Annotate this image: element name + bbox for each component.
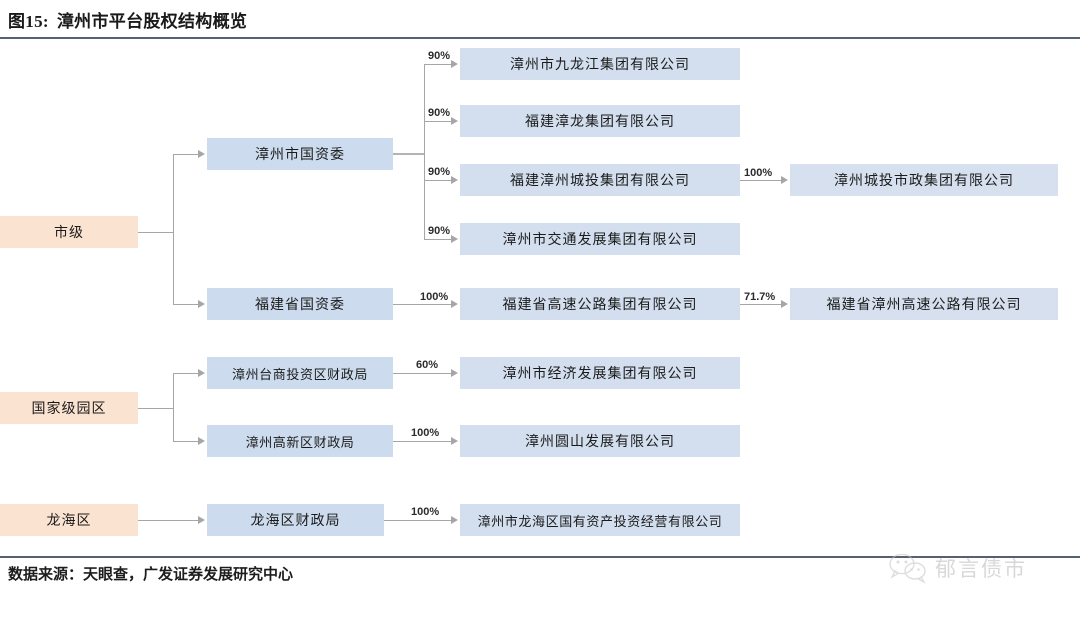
page-title: 漳州市平台股权结构概览 — [56, 11, 248, 31]
subsidiary-box-zhangzhou-gaosu: 福建省漳州高速公路有限公司 — [790, 288, 1058, 320]
level-box-national-park: 国家级园区 — [0, 392, 138, 424]
wechat-icon — [889, 553, 926, 584]
connector-taishang-to-jingji — [393, 373, 452, 374]
connector-city-spine — [173, 154, 174, 304]
owner-label: 福建省国资委 — [255, 298, 345, 313]
entity-label: 漳州市经济发展集团有限公司 — [502, 367, 698, 382]
entity-label: 福建漳州城投集团有限公司 — [510, 174, 690, 189]
connector-park-spine — [173, 373, 174, 441]
owner-box-longhai-finance-bureau: 龙海区财政局 — [207, 504, 384, 536]
owner-box-gaoxin-finance-bureau: 漳州高新区财政局 — [207, 425, 393, 457]
arrow-longhai-to-finance — [198, 516, 205, 524]
arrow-zzsasac-to-jiulongjiang — [451, 60, 458, 68]
subsidiary-box-chengtou-shizheng: 漳州城投市政集团有限公司 — [790, 164, 1058, 196]
entity-box-yuanshan: 漳州圆山发展有限公司 — [460, 425, 740, 457]
owner-label: 龙海区财政局 — [250, 514, 341, 529]
entity-label: 福建省高速公路集团有限公司 — [502, 298, 698, 313]
entity-box-longhai-guozi: 漳州市龙海区国有资产投资经营有限公司 — [460, 504, 740, 536]
arrow-zzsasac-to-jiaotong — [451, 235, 458, 243]
stake-label-zhanglong: 90% — [428, 107, 451, 119]
connector-gaoxin-to-yuanshan — [393, 441, 452, 442]
connector-zzsasac-spine — [424, 64, 425, 239]
connector-zzsasac-to-zhanglong — [424, 121, 452, 122]
owner-box-zhangzhou-sasac: 漳州市国资委 — [207, 138, 393, 170]
stake-label-jiulongjiang: 90% — [428, 50, 451, 62]
entity-label: 漳州市交通发展集团有限公司 — [502, 233, 698, 248]
owner-box-fujian-sasac: 福建省国资委 — [207, 288, 393, 320]
figure-title-bar: 图15: 漳州市平台股权结构概览 — [0, 0, 1080, 38]
entity-box-jingji: 漳州市经济发展集团有限公司 — [460, 357, 740, 389]
arrow-gaosu-to-zzgaosu — [781, 300, 788, 308]
owner-label: 漳州高新区财政局 — [245, 434, 355, 450]
connector-zzsasac-trunk — [393, 153, 425, 155]
connector-park-stub — [138, 408, 174, 409]
arrow-longhaifin-to-guozi — [451, 516, 458, 524]
level-box-longhai: 龙海区 — [0, 504, 138, 536]
entity-label: 漳州市龙海区国有资产投资经营有限公司 — [477, 513, 723, 529]
entity-label: 福建漳龙集团有限公司 — [525, 115, 675, 130]
level-label: 市级 — [54, 226, 84, 241]
owner-label: 漳州台商投资区财政局 — [231, 366, 368, 382]
stake-label-jingji: 60% — [416, 359, 439, 371]
arrow-zzsasac-to-zhanglong — [451, 117, 458, 125]
connector-longhaifin-to-guozi — [384, 520, 452, 521]
subsidiary-label: 福建省漳州高速公路有限公司 — [826, 298, 1022, 313]
footer-divider — [0, 556, 1080, 558]
stake-label-chengtou-shizheng: 100% — [744, 167, 773, 179]
arrow-city-to-zzsasac — [198, 150, 205, 158]
connector-zzsasac-to-jiaotong — [424, 239, 452, 240]
connector-park-to-gaoxin — [173, 441, 199, 442]
level-label: 龙海区 — [46, 514, 92, 529]
watermark: 郁言债市 — [888, 552, 1027, 584]
stake-label-yuanshan: 100% — [411, 427, 440, 439]
entity-box-jiaotong: 漳州市交通发展集团有限公司 — [460, 223, 740, 255]
stake-label-gaosu: 100% — [420, 291, 449, 303]
arrow-taishang-to-jingji — [451, 369, 458, 377]
stake-label-zz-gaosu: 71.7% — [744, 291, 776, 303]
source-note: 数据来源：天眼查，广发证券发展研究中心 — [8, 567, 294, 583]
connector-gaosu-to-zzgaosu — [740, 304, 782, 305]
connector-longhai-to-finance — [138, 520, 199, 521]
arrow-park-to-taishang — [198, 369, 205, 377]
connector-zzsasac-to-chengtou — [424, 180, 452, 181]
connector-zzsasac-to-jiulongjiang — [424, 64, 452, 65]
title-divider — [0, 37, 1080, 39]
owner-label: 漳州市国资委 — [255, 148, 345, 163]
arrow-zzsasac-to-chengtou — [451, 176, 458, 184]
connector-city-stub — [138, 232, 174, 233]
connector-park-to-taishang — [173, 373, 199, 374]
arrow-gaoxin-to-yuanshan — [451, 437, 458, 445]
arrow-park-to-gaoxin — [198, 437, 205, 445]
connector-chengtou-to-shizheng — [740, 180, 782, 181]
entity-label: 漳州市九龙江集团有限公司 — [510, 58, 690, 73]
entity-label: 漳州圆山发展有限公司 — [525, 435, 675, 450]
entity-box-chengtou: 福建漳州城投集团有限公司 — [460, 164, 740, 196]
level-box-city: 市级 — [0, 216, 138, 248]
entity-box-zhanglong: 福建漳龙集团有限公司 — [460, 105, 740, 137]
subsidiary-label: 漳州城投市政集团有限公司 — [834, 174, 1014, 189]
entity-box-jiulongjiang: 漳州市九龙江集团有限公司 — [460, 48, 740, 80]
connector-city-to-fjsasac — [173, 304, 199, 305]
arrow-city-to-fjsasac — [198, 300, 205, 308]
watermark-text: 郁言债市 — [935, 558, 1027, 581]
figure-number: 图15: — [8, 11, 49, 31]
stake-label-jiaotong: 90% — [428, 225, 451, 237]
connector-city-to-zzsasac — [173, 154, 199, 155]
connector-fjsasac-to-gaosu — [393, 304, 452, 305]
arrow-fjsasac-to-gaosu — [451, 300, 458, 308]
level-label: 国家级园区 — [31, 402, 107, 417]
owner-box-taishang-finance-bureau: 漳州台商投资区财政局 — [207, 357, 393, 389]
entity-box-gaosu: 福建省高速公路集团有限公司 — [460, 288, 740, 320]
stake-label-longhai-guozi: 100% — [411, 506, 440, 518]
stake-label-chengtou: 90% — [428, 166, 451, 178]
arrow-chengtou-to-shizheng — [781, 176, 788, 184]
